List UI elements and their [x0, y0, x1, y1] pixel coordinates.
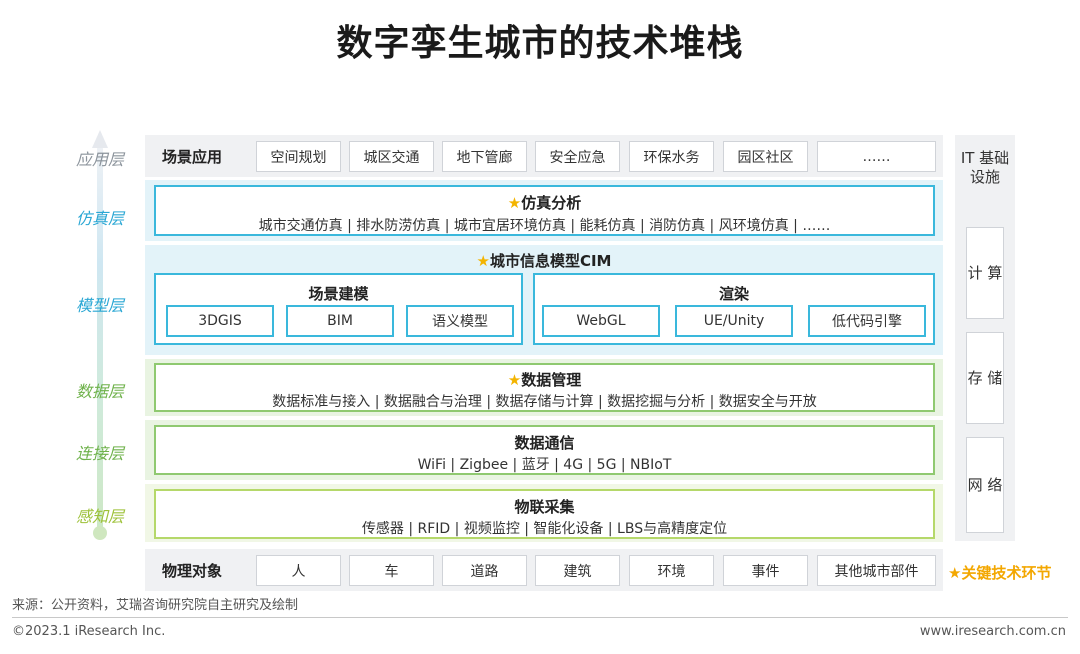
physical-label: 物理对象: [162, 562, 223, 580]
it-compute-cell: 计 算: [966, 227, 1004, 319]
modeling-item: 语义模型: [406, 305, 514, 337]
data-communication-detail: WiFi | Zigbee | 蓝牙 | 4G | 5G | NBIoT: [417, 457, 672, 473]
physical-band: 物理对象 人 车 道路 建筑 环境 事件 其他城市部件: [145, 549, 943, 591]
iot-title: 物联采集: [514, 498, 575, 516]
data-management-detail: 数据标准与接入 | 数据融合与治理 | 数据存储与计算 | 数据挖掘与分析 | …: [272, 394, 817, 410]
scene-item: 环保水务: [629, 141, 714, 172]
layer-label-sense: 感知层: [75, 507, 124, 526]
data-communication-band: 数据通信 WiFi | Zigbee | 蓝牙 | 4G | 5G | NBIo…: [145, 420, 943, 480]
footer-divider: [12, 617, 1068, 618]
data-communication-title: 数据通信: [514, 434, 575, 452]
physical-item: 其他城市部件: [817, 555, 936, 586]
scene-item: 园区社区: [723, 141, 808, 172]
scene-item: 安全应急: [535, 141, 620, 172]
modeling-item: 3DGIS: [166, 305, 274, 337]
iot-detail: 传感器 | RFID | 视频监控 | 智能化设备 | LBS与高精度定位: [361, 521, 728, 537]
layer-axis: [92, 130, 108, 542]
data-management-box: ★数据管理 数据标准与接入 | 数据融合与治理 | 数据存储与计算 | 数据挖掘…: [154, 363, 935, 412]
physical-item: 事件: [723, 555, 808, 586]
iot-band: 物联采集 传感器 | RFID | 视频监控 | 智能化设备 | LBS与高精度…: [145, 484, 943, 542]
physical-item: 道路: [442, 555, 527, 586]
modeling-item: BIM: [286, 305, 394, 337]
rendering-title: 渲染: [718, 285, 749, 303]
scene-band: 场景应用 空间规划 城区交通 地下管廊 安全应急 环保水务 园区社区 ……: [145, 135, 943, 177]
layer-label-app: 应用层: [75, 150, 124, 169]
iot-box: 物联采集 传感器 | RFID | 视频监控 | 智能化设备 | LBS与高精度…: [154, 489, 935, 539]
scene-label: 场景应用: [162, 148, 223, 166]
star-icon: ★: [507, 194, 522, 212]
rendering-box: 渲染 WebGL UE/Unity 低代码引擎: [533, 273, 935, 345]
star-icon: ★: [476, 252, 490, 270]
it-storage-cell: 存 储: [966, 332, 1004, 424]
simulation-band: ★仿真分析 城市交通仿真 | 排水防涝仿真 | 城市宜居环境仿真 | 能耗仿真 …: [145, 180, 943, 241]
scene-item: 城区交通: [349, 141, 434, 172]
star-icon: ★: [507, 371, 522, 389]
layer-label-model: 模型层: [75, 296, 124, 315]
it-infrastructure-title: IT 基础 设施: [960, 149, 1010, 186]
data-management-band: ★数据管理 数据标准与接入 | 数据融合与治理 | 数据存储与计算 | 数据挖掘…: [145, 359, 943, 416]
axis-arrow-icon: [92, 130, 108, 148]
it-network-cell: 网 络: [966, 437, 1004, 533]
cim-title: ★城市信息模型CIM: [476, 252, 612, 270]
copyright-text: ©2023.1 iResearch Inc.: [12, 624, 166, 639]
simulation-detail: 城市交通仿真 | 排水防涝仿真 | 城市宜居环境仿真 | 能耗仿真 | 消防仿真…: [258, 218, 831, 234]
scene-item: 地下管廊: [442, 141, 527, 172]
data-communication-box: 数据通信 WiFi | Zigbee | 蓝牙 | 4G | 5G | NBIo…: [154, 425, 935, 475]
axis-dot-icon: [93, 526, 107, 540]
website-link[interactable]: www.iresearch.com.cn: [919, 624, 1066, 639]
rendering-item: WebGL: [542, 305, 660, 337]
physical-item: 人: [256, 555, 341, 586]
source-note: 来源：公开资料，艾瑞咨询研究院自主研究及绘制: [12, 598, 299, 613]
layer-label-data: 数据层: [75, 382, 124, 401]
axis-line: [97, 146, 103, 536]
it-infrastructure-column: IT 基础 设施 计 算 存 储 网 络: [955, 135, 1015, 541]
physical-item: 建筑: [535, 555, 620, 586]
scene-item: ……: [817, 141, 936, 172]
physical-item: 车: [349, 555, 434, 586]
legend-key-tech: ★关键技术环节: [948, 564, 1052, 582]
scene-modeling-title: 场景建模: [308, 285, 369, 303]
rendering-item: 低代码引擎: [808, 305, 926, 337]
cim-band: ★城市信息模型CIM 场景建模 3DGIS BIM 语义模型 渲染 WebGL …: [145, 245, 943, 355]
scene-item: 空间规划: [256, 141, 341, 172]
layer-label-conn: 连接层: [75, 444, 124, 463]
simulation-box: ★仿真分析 城市交通仿真 | 排水防涝仿真 | 城市宜居环境仿真 | 能耗仿真 …: [154, 185, 935, 236]
simulation-title: ★仿真分析: [507, 194, 582, 212]
page-title: 数字孪生城市的技术堆栈: [336, 23, 744, 64]
data-management-title: ★数据管理: [507, 371, 582, 389]
physical-item: 环境: [629, 555, 714, 586]
layer-label-sim: 仿真层: [75, 209, 124, 228]
scene-modeling-box: 场景建模 3DGIS BIM 语义模型: [154, 273, 523, 345]
rendering-item: UE/Unity: [675, 305, 793, 337]
